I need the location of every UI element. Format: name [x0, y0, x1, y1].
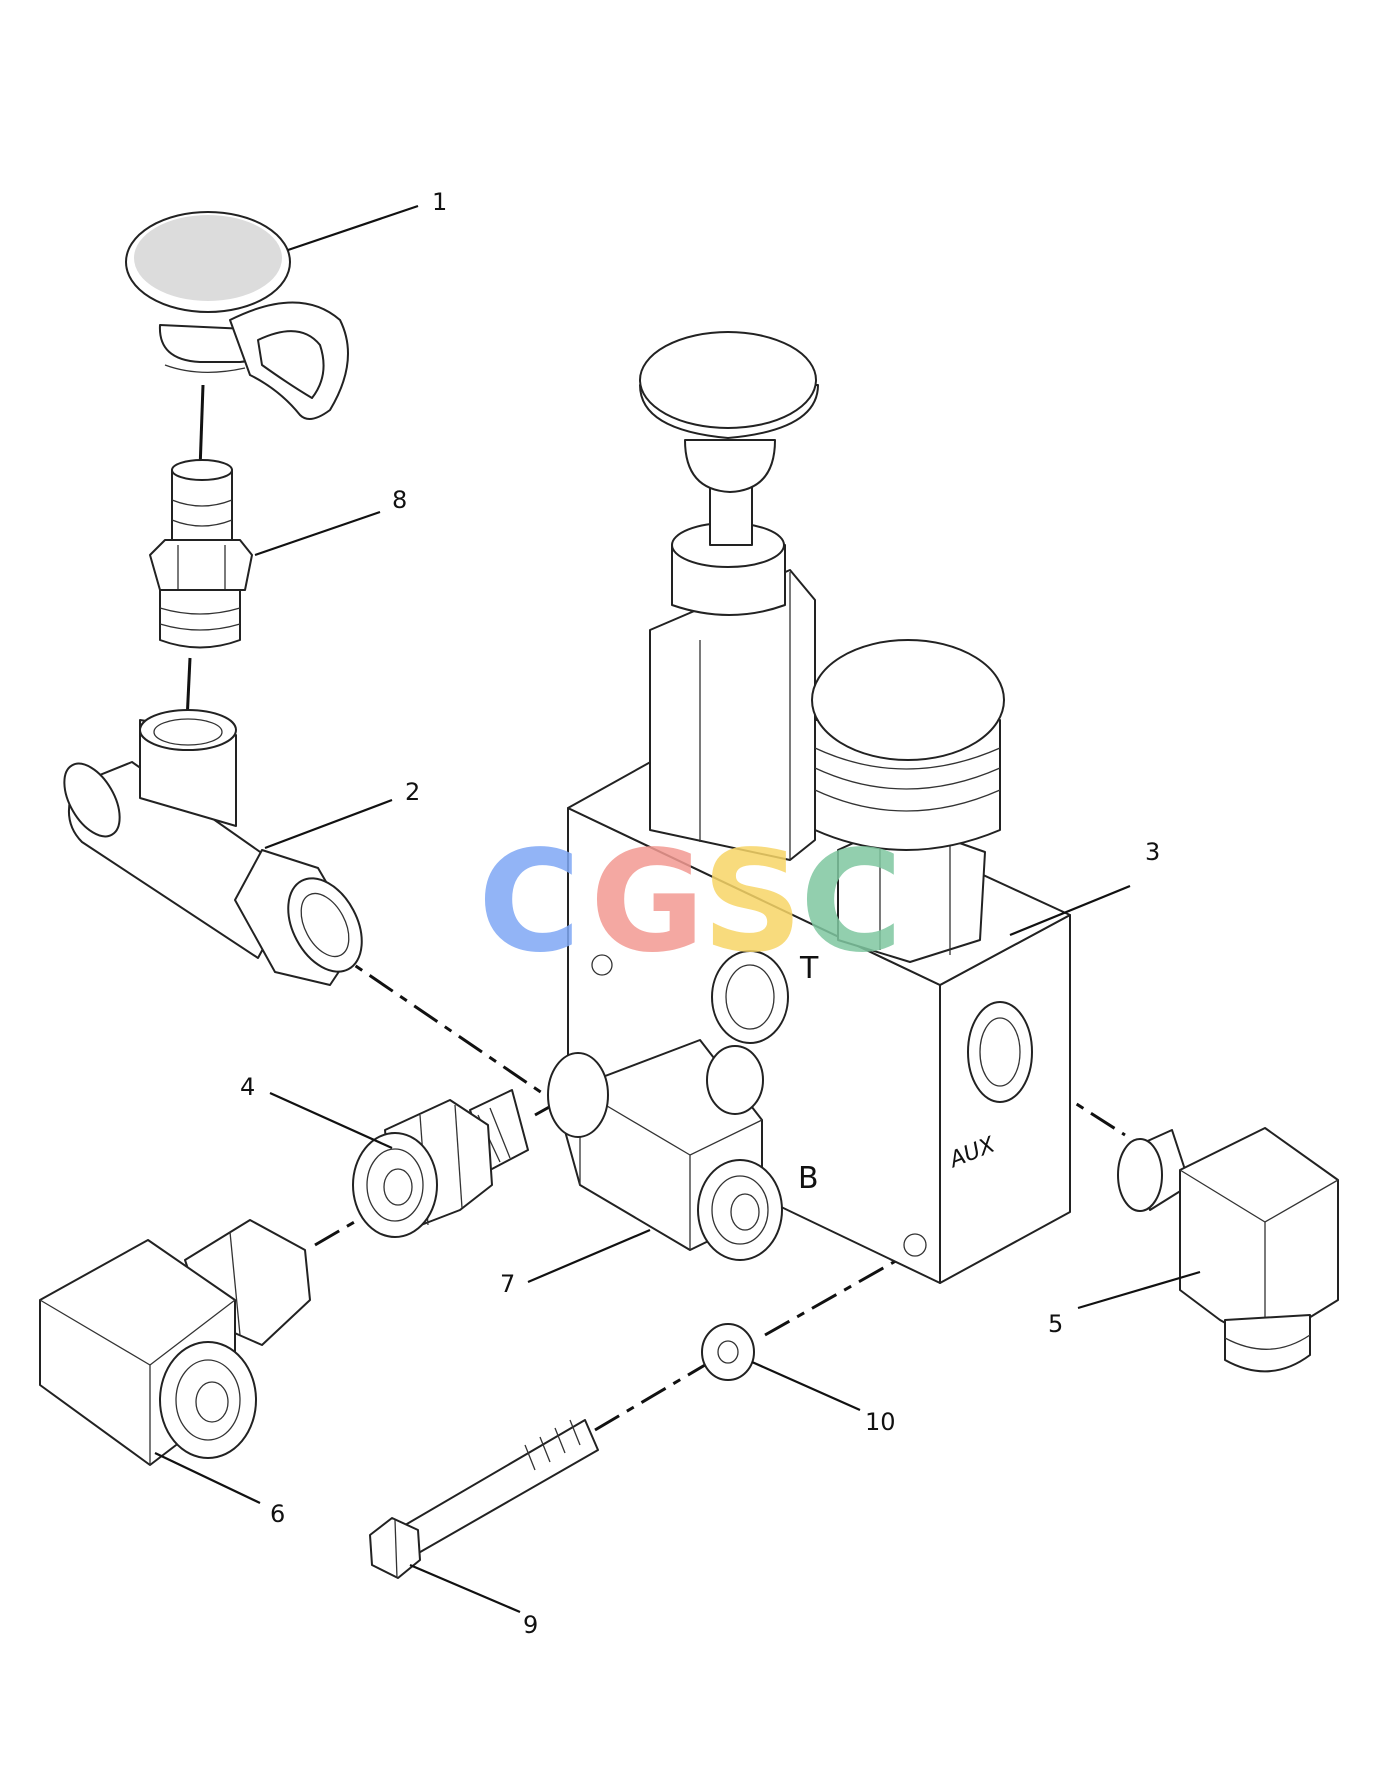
- guide-washer-to-block: [764, 1248, 916, 1337]
- port-mark-t: T: [799, 951, 819, 986]
- callout-5: 5: [1048, 1310, 1063, 1338]
- callout-labels: 1 8 2 3 4 5 6 7 9 10: [240, 188, 1160, 1639]
- part-1-dust-cap: [125, 211, 349, 420]
- part-7-elbow: [547, 1039, 783, 1261]
- watermark-letter-s: S: [702, 821, 803, 984]
- callout-3: 3: [1145, 838, 1160, 866]
- guide-tee-to-fitting7: [324, 943, 546, 1097]
- guide-bolt-to-washer: [594, 1363, 706, 1432]
- callout-2: 2: [405, 778, 420, 806]
- part-3-valve-block: T B AUX: [567, 331, 1071, 1284]
- part-5-elbow: [1117, 1127, 1339, 1373]
- callout-10: 10: [865, 1408, 896, 1436]
- callout-8: 8: [392, 486, 407, 514]
- part-4-adapter: [352, 1089, 529, 1238]
- callout-leaders: [154, 204, 1201, 1614]
- part-2-tee: [63, 709, 363, 986]
- port-mark-b: B: [798, 1161, 819, 1196]
- callout-6: 6: [270, 1500, 285, 1528]
- part-9-bolt: [369, 1419, 599, 1579]
- watermark-logo: C G S C: [478, 821, 903, 984]
- part-8-coupling: [149, 459, 253, 649]
- guide-cap-to-fitting: [198, 384, 205, 471]
- watermark-letter-c1: C: [478, 821, 581, 984]
- callout-9: 9: [523, 1611, 538, 1639]
- callout-1: 1: [432, 188, 447, 216]
- callout-7: 7: [500, 1270, 515, 1298]
- watermark-letter-g: G: [590, 821, 705, 984]
- watermark-letter-c2: C: [800, 821, 903, 984]
- callout-4: 4: [240, 1073, 255, 1101]
- part-6-elbow: [39, 1219, 311, 1466]
- part-10-washer: [701, 1323, 755, 1381]
